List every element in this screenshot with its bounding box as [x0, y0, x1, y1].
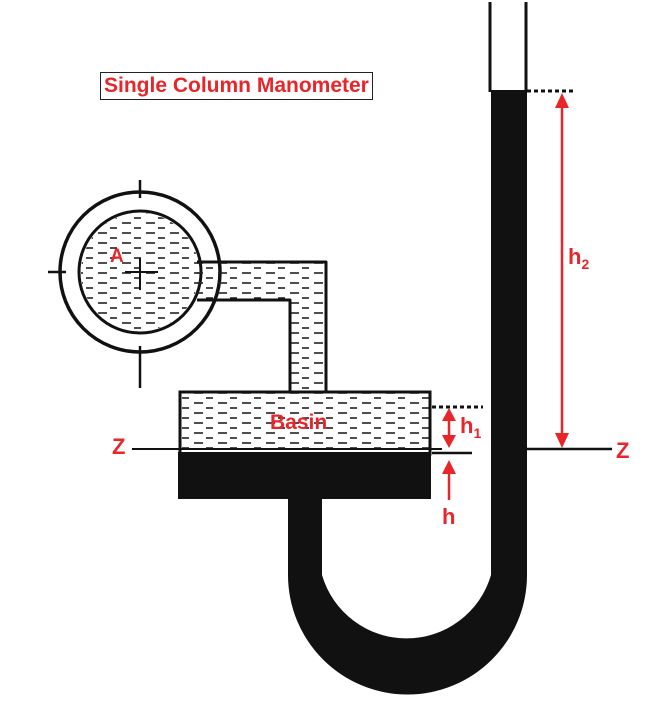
h2-label: h2 — [568, 244, 589, 272]
h-dimension-arrow — [442, 460, 456, 500]
datum-z-right-label: Z — [616, 438, 630, 463]
h1-label-subscript: 1 — [473, 425, 482, 441]
h-label: h — [442, 504, 456, 529]
connecting-tube — [197, 260, 328, 394]
u-tube — [288, 2, 528, 695]
basin-label: Basin — [270, 411, 328, 434]
h2-label-main: h — [568, 244, 582, 269]
h2-dimension-arrow — [555, 93, 569, 448]
h1-label-main: h — [460, 413, 474, 438]
h2-label-subscript: 2 — [581, 256, 590, 272]
diagram-title: Single Column Manometer — [100, 72, 373, 100]
h1-label: h1 — [460, 413, 481, 441]
pipe-a — [48, 180, 222, 388]
datum-line-zz — [132, 447, 612, 455]
datum-z-left-label: Z — [112, 434, 126, 459]
pipe-a-label: A — [110, 246, 124, 267]
h1-dimension-arrow — [442, 408, 456, 448]
basin — [178, 390, 432, 499]
